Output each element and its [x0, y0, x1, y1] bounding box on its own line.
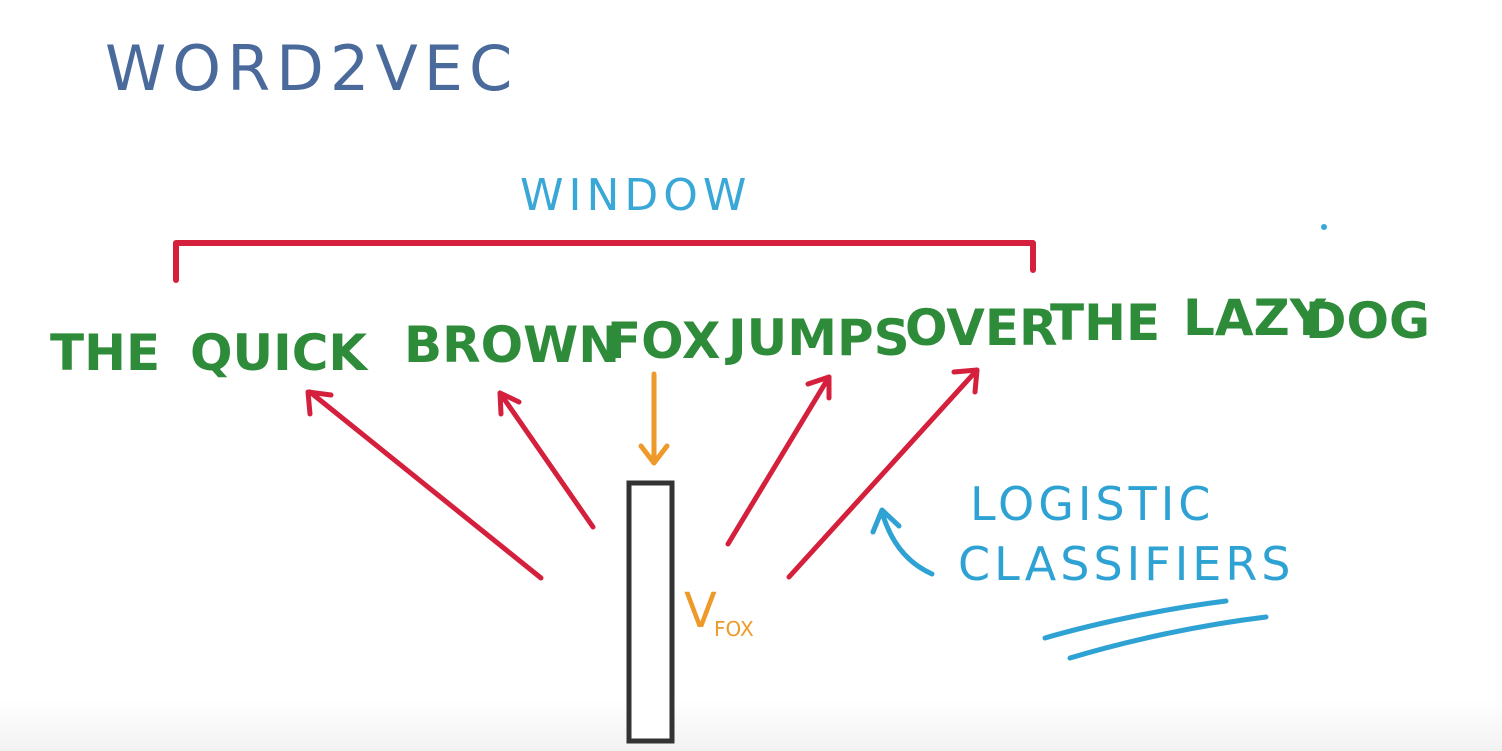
vector-label-subscript: FOX [714, 617, 754, 641]
classifier-pointer-arrow [870, 507, 935, 577]
input-arrow [638, 371, 670, 466]
word-quick: QUICK [190, 324, 369, 382]
note-line-2: CLASSIFIERS [958, 537, 1295, 591]
context-arrows [305, 367, 980, 581]
window-bracket [173, 240, 1036, 283]
word-the: THE [50, 324, 160, 382]
word-the-2: THE [1050, 294, 1160, 352]
vector-label: V FOX [684, 583, 754, 641]
note-line-1: LOGISTIC [970, 477, 1214, 531]
vector-label-main: V [684, 583, 717, 639]
word-lazy: LAZY [1183, 289, 1327, 347]
word-brown: BROWN [404, 316, 620, 374]
window-label: WINDOW [520, 170, 751, 221]
note-underlines [1042, 598, 1269, 661]
arrow-to-jumps [725, 374, 832, 547]
sentence: THE QUICK BROWN FOX JUMPS OVER THE LAZY … [50, 289, 1430, 382]
stray-dot [1321, 224, 1327, 230]
word-fox: FOX [607, 312, 720, 370]
arrow-to-quick [305, 389, 544, 581]
arrow-to-brown [497, 390, 596, 530]
diagram-title: WORD2VEC [105, 32, 518, 105]
classifier-note: LOGISTIC CLASSIFIERS [958, 477, 1295, 591]
word-over: OVER [905, 299, 1058, 357]
arrow-to-over [786, 367, 980, 580]
word-jumps: JUMPS [725, 309, 910, 367]
word-vector-box [626, 480, 675, 744]
word-dog: DOG [1305, 292, 1430, 350]
